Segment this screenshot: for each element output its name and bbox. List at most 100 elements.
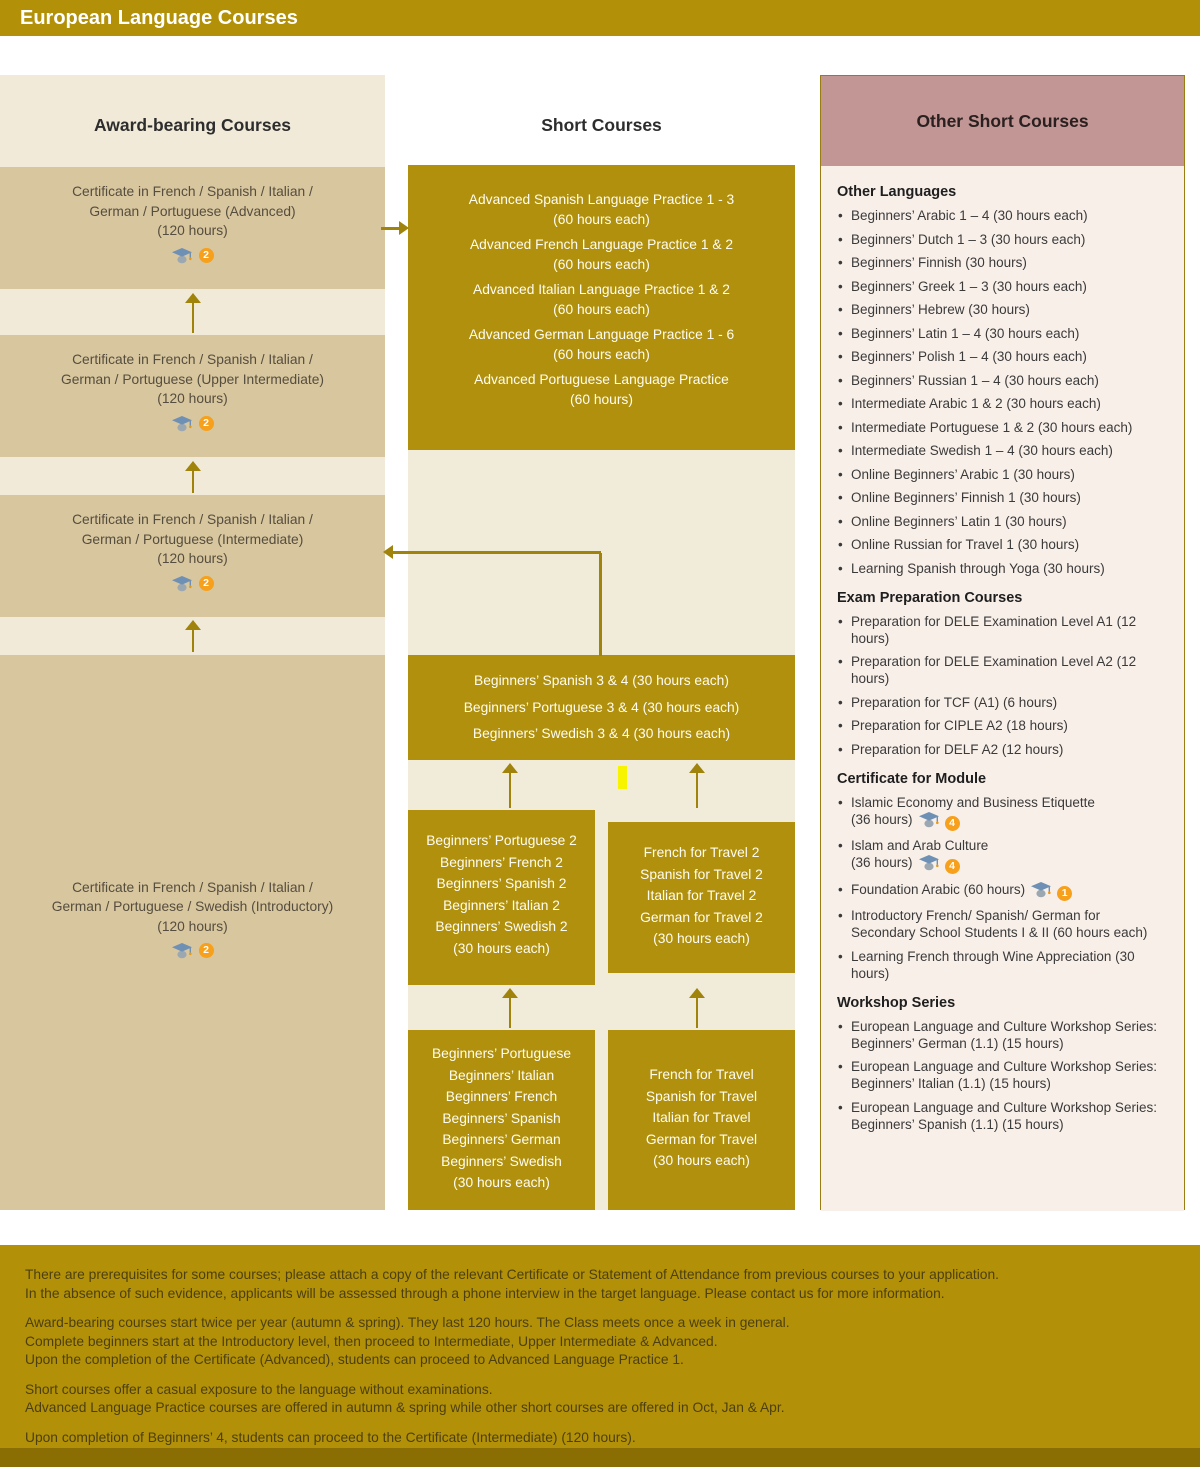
- arrow-up-icon: [502, 988, 518, 1028]
- number-badge: 4: [944, 859, 960, 874]
- course-list: Islamic Economy and Business Etiquette(3…: [837, 794, 1164, 982]
- course-entry: Advanced Italian Language Practice 1 & 2…: [408, 280, 795, 320]
- certificate-box-advanced: Certificate in French / Spanish / Italia…: [0, 167, 385, 289]
- course-item-text: Foundation Arabic (60 hours): [851, 881, 1026, 897]
- number-badge: 1: [1057, 885, 1073, 901]
- course-hours-text: (36 hours): [851, 811, 913, 827]
- certificate-icon-row: 2: [0, 575, 385, 592]
- course-item: Online Russian for Travel 1 (30 hours): [837, 536, 1164, 553]
- course-line: Beginners’ Portuguese 3 & 4 (30 hours ea…: [463, 699, 740, 715]
- course-item-text: Online Beginners’ Arabic 1 (30 hours): [851, 466, 1075, 482]
- section-heading: Exam Preparation Courses: [837, 589, 1023, 606]
- course-item: European Language and Culture Workshop S…: [837, 1058, 1164, 1092]
- course-item: Beginners’ Arabic 1 – 4 (30 hours each): [837, 207, 1164, 224]
- note-paragraph: Short courses offer a casual exposure to…: [25, 1381, 1170, 1418]
- certificate-line: Certificate in French / Spanish / Italia…: [72, 184, 313, 199]
- course-line: Beginners’ Spanish: [442, 1110, 561, 1126]
- page-title: European Language Courses: [20, 7, 298, 29]
- beginners-3-4-box: Beginners’ Spanish 3 & 4 (30 hours each)…: [408, 655, 795, 760]
- course-item: Intermediate Swedish 1 – 4 (30 hours eac…: [837, 442, 1164, 459]
- graduation-cap-icon: [918, 854, 940, 871]
- number-badge: 2: [198, 247, 214, 263]
- arrow-up-icon: [689, 988, 705, 1028]
- graduation-cap-icon: [171, 942, 193, 959]
- graduation-cap-icon: [171, 415, 193, 432]
- certificate-line: Certificate in French / Spanish / Italia…: [72, 512, 313, 527]
- course-item-text: Preparation for DELE Examination Level A…: [851, 613, 1137, 646]
- graduation-cap-icon: [1031, 881, 1052, 898]
- course-item-text: Online Beginners’ Latin 1 (30 hours): [851, 513, 1067, 529]
- arrow-right-line: [381, 227, 401, 230]
- course-hours: (60 hours each): [553, 212, 650, 227]
- course-item: Islam and Arab Culture(36 hours)4: [837, 837, 1164, 874]
- note-line: Upon completion of Beginners’ 4, student…: [25, 1429, 636, 1445]
- page-title-bar: European Language Courses: [0, 0, 1200, 36]
- course-list: Beginners’ Arabic 1 – 4 (30 hours each) B…: [837, 207, 1164, 577]
- short-column-title: Short Courses: [541, 115, 662, 135]
- course-line: Italian for Travel: [652, 1110, 751, 1125]
- course-entry: Advanced French Language Practice 1 & 2(…: [408, 235, 795, 275]
- course-item-text: Beginners’ Hebrew (30 hours): [851, 302, 1030, 317]
- course-item: Online Beginners’ Arabic 1 (30 hours): [837, 466, 1164, 483]
- course-item: Preparation for CIPLE A2 (18 hours): [837, 717, 1164, 734]
- course-item: Preparation for DELF A2 (12 hours): [837, 741, 1164, 758]
- certificate-box-intermediate: Certificate in French / Spanish / Italia…: [0, 495, 385, 617]
- course-line: French for Travel: [649, 1067, 754, 1082]
- travel-2-box: French for Travel 2 Spanish for Travel 2 I…: [608, 822, 795, 973]
- arrow-up-icon: [185, 620, 201, 652]
- course-item-text: Online Russian for Travel 1 (30 hours): [851, 537, 1080, 552]
- course-item-text: Islam and Arab Culture: [851, 838, 989, 853]
- course-line: Beginners’ Spanish 3 & 4 (30 hours each): [474, 673, 729, 688]
- course-hours: (60 hours): [570, 392, 633, 407]
- highlight-mark: [618, 766, 627, 789]
- course-line: French for Travel 2: [643, 845, 760, 860]
- course-name: Advanced French Language Practice 1 & 2: [469, 237, 734, 252]
- section-heading: Other Languages: [837, 184, 957, 200]
- course-item-text: Beginners’ Greek 1 – 3 (30 hours each): [851, 278, 1087, 294]
- course-item-text: Online Beginners’ Finnish 1 (30 hours): [851, 490, 1081, 505]
- other-column-title: Other Short Courses: [916, 110, 1089, 131]
- course-item-text: Introductory French/ Spanish/ German for…: [851, 908, 1148, 940]
- course-item: European Language and Culture Workshop S…: [837, 1018, 1164, 1052]
- arrow-up-icon: [185, 293, 201, 333]
- course-line: Spanish for Travel 2: [640, 866, 763, 882]
- certificate-line: German / Portuguese (Upper Intermediate): [60, 371, 325, 387]
- course-list: European Language and Culture Workshop S…: [837, 1018, 1164, 1133]
- note-line: Advanced Language Practice courses are o…: [25, 1400, 785, 1415]
- arrow-up-icon: [689, 763, 705, 808]
- notes-section: There are prerequisites for some courses…: [0, 1245, 1200, 1467]
- note-line: In the absence of such evidence, applica…: [25, 1285, 945, 1301]
- course-item: Beginners’ Latin 1 – 4 (30 hours each): [837, 325, 1164, 342]
- course-name: Advanced Spanish Language Practice 1 - 3: [468, 192, 735, 207]
- course-item: Introductory French/ Spanish/ German for…: [837, 907, 1164, 941]
- course-line: Beginners’ Italian: [448, 1067, 555, 1083]
- course-line: Beginners’ Swedish 2: [435, 919, 568, 934]
- note-line: Award-bearing courses start twice per ye…: [25, 1315, 790, 1330]
- course-hours: (60 hours each): [553, 302, 650, 317]
- course-item-text: Beginners’ Polish 1 – 4 (30 hours each): [851, 349, 1087, 364]
- bottom-strip: [0, 1448, 1200, 1467]
- course-item: European Language and Culture Workshop S…: [837, 1099, 1164, 1133]
- course-item: Learning French through Wine Appreciatio…: [837, 948, 1164, 982]
- course-line: Italian for Travel 2: [646, 888, 757, 903]
- course-entry: Advanced Spanish Language Practice 1 - 3…: [408, 190, 795, 230]
- arrow-right-icon: [399, 221, 409, 235]
- course-item-text: Preparation for TCF (A1) (6 hours): [851, 694, 1058, 710]
- course-item-text: Learning French through Wine Appreciatio…: [851, 948, 1135, 981]
- course-item-text: European Language and Culture Workshop S…: [851, 1059, 1157, 1091]
- number-badge: 2: [198, 415, 214, 431]
- course-line: Beginners’ Portuguese 2: [426, 833, 577, 848]
- course-line: Spanish for Travel: [645, 1088, 758, 1104]
- certificate-line: Certificate in French / Spanish / Italia…: [72, 879, 313, 895]
- course-line: Beginners’ Swedish 3 & 4 (30 hours each): [472, 726, 731, 741]
- note-line: Short courses offer a casual exposure to…: [25, 1381, 493, 1397]
- award-column-title: Award-bearing Courses: [93, 115, 292, 135]
- course-item: Online Beginners’ Finnish 1 (30 hours): [837, 489, 1164, 506]
- course-item: Online Beginners’ Latin 1 (30 hours): [837, 513, 1164, 530]
- course-line: (30 hours each): [453, 940, 550, 956]
- course-hours: (60 hours each): [553, 347, 650, 362]
- course-item-text: European Language and Culture Workshop S…: [851, 1099, 1157, 1132]
- course-item: Beginners’ Russian 1 – 4 (30 hours each): [837, 372, 1164, 389]
